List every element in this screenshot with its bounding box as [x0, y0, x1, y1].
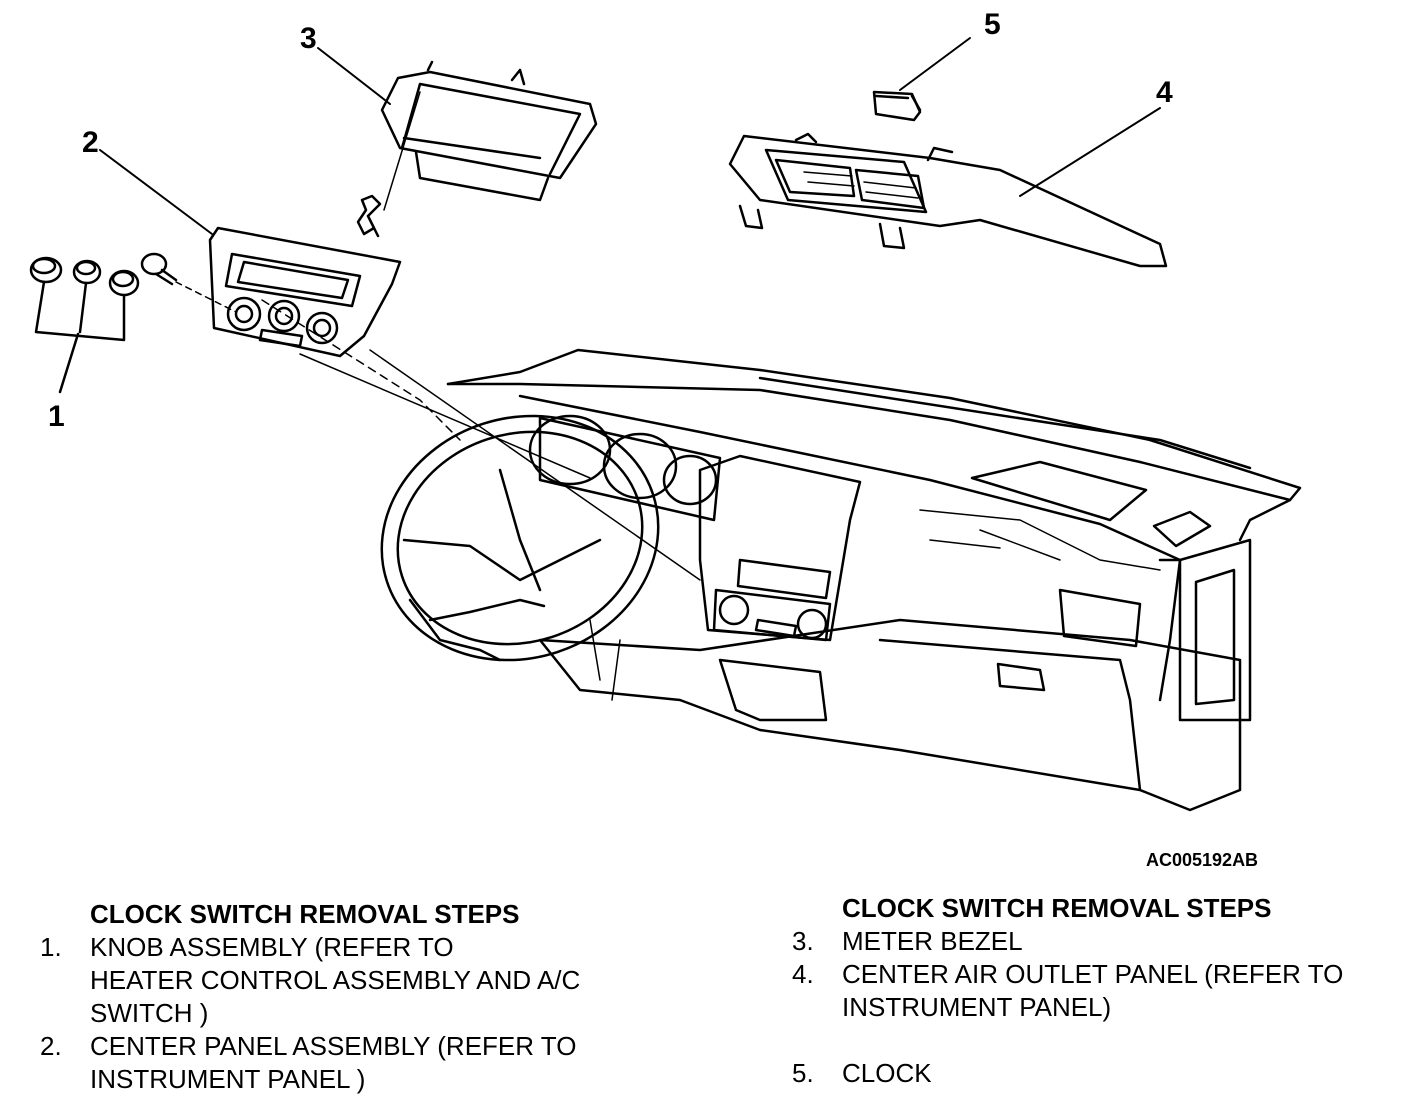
callout-2: 2: [82, 126, 99, 159]
step-number: 4.: [792, 959, 814, 989]
left-removal-steps: CLOCK SWITCH REMOVAL STEPS 1. KNOB ASSEM…: [40, 898, 680, 1096]
center-air-outlet-panel: [728, 132, 1168, 268]
step-text: CENTER AIR OUTLET PANEL (REFER TO INSTRU…: [842, 959, 1344, 1022]
step-text: CLOCK: [842, 1058, 932, 1088]
screw: [140, 252, 237, 313]
step-3: 3. METER BEZEL: [792, 925, 1392, 958]
spacer: [792, 1024, 1392, 1057]
right-steps-heading: CLOCK SWITCH REMOVAL STEPS: [842, 893, 1272, 923]
callout-5: 5: [984, 8, 1001, 41]
callout-3: 3: [300, 22, 317, 55]
step-2: 2. CENTER PANEL ASSEMBLY (REFER TO INSTR…: [40, 1030, 680, 1096]
left-steps-heading: CLOCK SWITCH REMOVAL STEPS: [90, 899, 520, 929]
meter-bezel: [356, 60, 598, 238]
step-text: KNOB ASSEMBLY (REFER TO HEATER CONTROL A…: [90, 932, 581, 1028]
callout-4: 4: [1156, 76, 1173, 109]
step-5: 5. CLOCK: [792, 1057, 1392, 1090]
step-1: 1. KNOB ASSEMBLY (REFER TO HEATER CONTRO…: [40, 931, 680, 1030]
step-number: 3.: [792, 926, 814, 956]
figure-id: AC005192AB: [1146, 850, 1259, 870]
clock: [872, 90, 922, 122]
instrument-panel: [380, 348, 1302, 812]
step-number: 5.: [792, 1058, 814, 1088]
center-panel-assembly: [208, 226, 701, 581]
knob-assembly: [29, 256, 140, 394]
step-number: 1.: [40, 932, 62, 962]
step-text: CENTER PANEL ASSEMBLY (REFER TO INSTRUME…: [90, 1031, 577, 1094]
exploded-view-diagram: [29, 37, 1302, 812]
step-text: METER BEZEL: [842, 926, 1023, 956]
callout-leaders: [99, 37, 1161, 235]
step-number: 2.: [40, 1031, 62, 1061]
step-4: 4. CENTER AIR OUTLET PANEL (REFER TO INS…: [792, 958, 1392, 1024]
right-removal-steps: CLOCK SWITCH REMOVAL STEPS 3. METER BEZE…: [792, 892, 1392, 1090]
callout-1: 1: [48, 400, 65, 433]
